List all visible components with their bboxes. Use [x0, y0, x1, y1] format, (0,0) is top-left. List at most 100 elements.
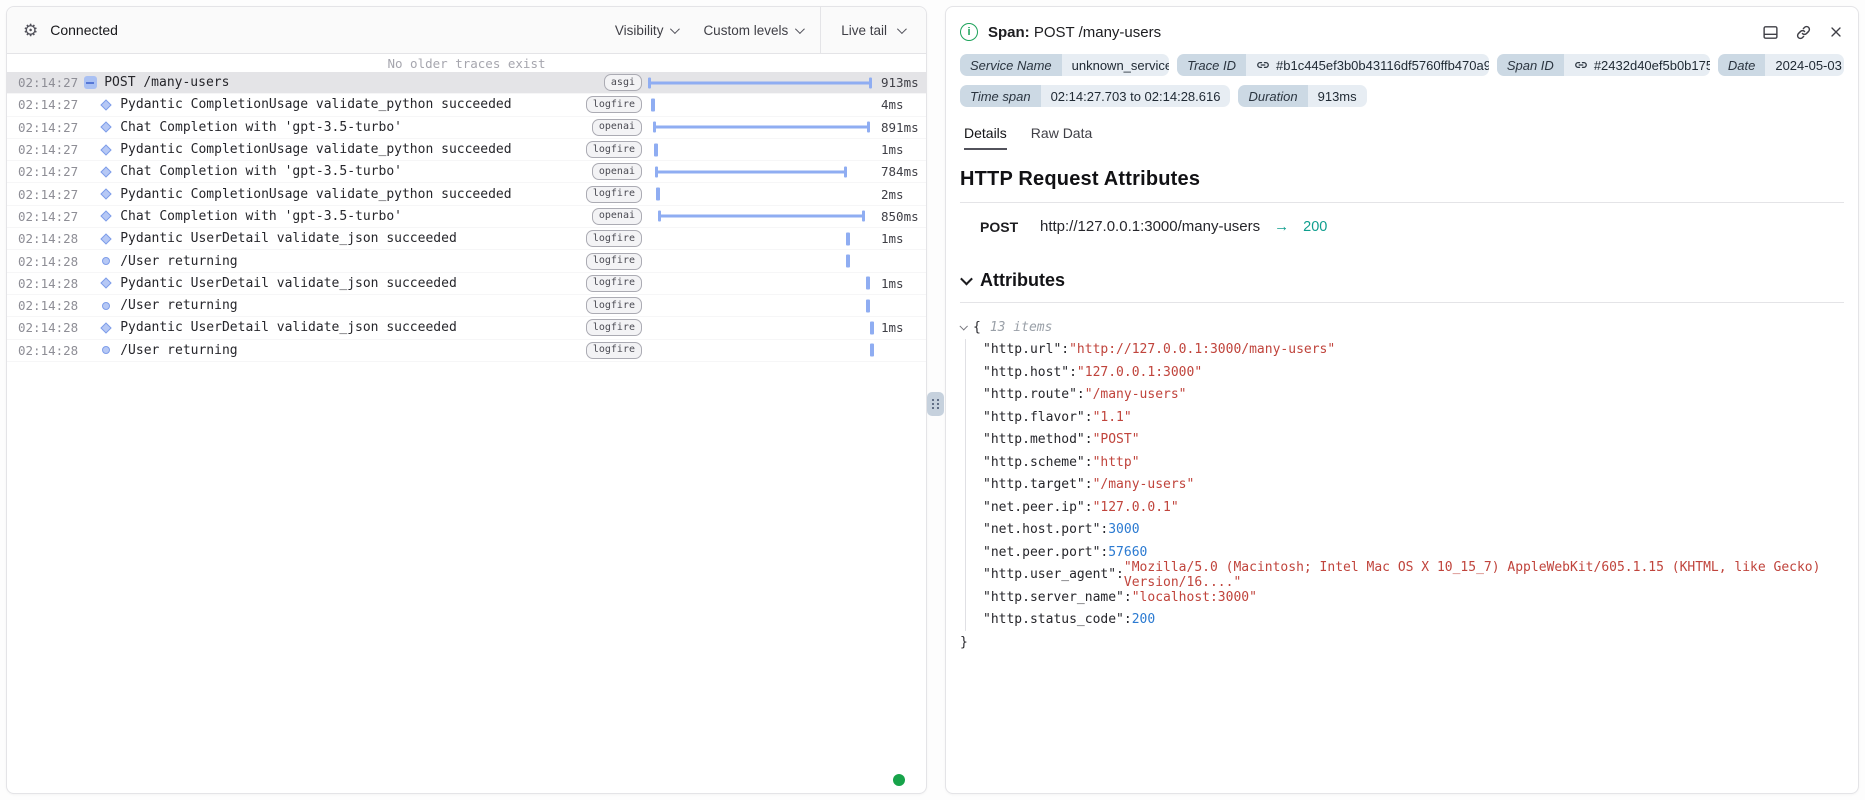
trace-timeline — [648, 273, 872, 294]
trace-duration-label: 2ms — [872, 187, 926, 202]
json-value: "127.0.0.1:3000" — [1077, 365, 1202, 380]
trace-timeline — [648, 94, 872, 115]
json-attribute-line: "http.scheme": "http" — [983, 451, 1844, 474]
json-open-line: { 13 items — [960, 316, 1844, 339]
link-icon[interactable] — [1574, 58, 1588, 72]
json-value: "127.0.0.1" — [1093, 500, 1179, 515]
meta-badge-value: #2432d40ef5b0b175 — [1564, 54, 1710, 76]
meta-badge-value: unknown_service — [1062, 54, 1169, 76]
duration-bar-cap — [655, 166, 658, 177]
trace-row[interactable]: 02:14:28/User returninglogfire — [7, 340, 926, 362]
json-value: "localhost:3000" — [1132, 590, 1257, 605]
attributes-section-header[interactable]: Attributes — [960, 270, 1844, 303]
trace-tag-badge: logfire — [584, 96, 642, 113]
json-key: "http.user_agent": — [983, 567, 1124, 582]
json-value: "http" — [1093, 455, 1140, 470]
connection-status: Connected — [50, 22, 118, 38]
panel-resize-handle[interactable] — [927, 392, 944, 416]
json-value: 200 — [1132, 612, 1155, 627]
meta-badge-label: Date — [1718, 54, 1765, 76]
trace-timeline — [648, 139, 872, 160]
duration-bar-cap — [844, 166, 847, 177]
json-attribute-line: "http.target": "/many-users" — [983, 474, 1844, 497]
visibility-dropdown[interactable]: Visibility — [615, 23, 678, 38]
json-key: "http.flavor": — [983, 410, 1093, 425]
trace-row[interactable]: 02:14:27Chat Completion with 'gpt-3.5-tu… — [7, 161, 926, 183]
span-diamond-icon — [94, 190, 118, 198]
duration-tick — [846, 255, 850, 268]
trace-row[interactable]: 02:14:28 Pydantic UserDetail validate_jso… — [7, 273, 926, 295]
trace-row[interactable]: 02:14:27Chat Completion with 'gpt-3.5-tu… — [7, 206, 926, 228]
span-diamond-icon — [94, 168, 118, 176]
trace-row[interactable]: 02:14:28/User returninglogfire — [7, 295, 926, 317]
trace-tag-badge: openai — [584, 163, 642, 180]
log-circle-icon — [94, 346, 118, 354]
trace-tag-badge: openai — [584, 119, 642, 136]
meta-badge-label: Span ID — [1497, 54, 1564, 76]
trace-row[interactable]: 02:14:28Pydantic UserDetail validate_jso… — [7, 317, 926, 339]
duration-bar — [648, 81, 872, 84]
json-attribute-line: "http.status_code": 200 — [983, 609, 1844, 632]
duration-tick — [866, 277, 870, 290]
dock-panel-bottom-icon[interactable] — [1762, 24, 1779, 41]
trace-timeline — [648, 340, 872, 361]
collapse-toggle-icon[interactable] — [959, 322, 967, 330]
tab-raw-data[interactable]: Raw Data — [1031, 125, 1092, 150]
trace-row[interactable]: 02:14:27Pydantic CompletionUsage validat… — [7, 183, 926, 205]
trace-row[interactable]: 02:14:28Pydantic UserDetail validate_jso… — [7, 228, 926, 250]
live-tail-dropdown[interactable]: Live tail — [820, 7, 926, 53]
json-key: "http.scheme": — [983, 455, 1093, 470]
http-request-summary: POST http://127.0.0.1:3000/many-users → … — [960, 203, 1844, 250]
meta-badge-label: Time span — [960, 85, 1041, 107]
duration-bar-cap — [862, 211, 865, 222]
meta-badge: Date2024-05-03 — [1718, 54, 1844, 76]
trace-timestamp: 02:14:28 — [7, 298, 78, 313]
trace-timestamp: 02:14:28 — [7, 254, 78, 269]
close-icon[interactable] — [1828, 24, 1844, 40]
trace-row[interactable]: 02:14:27Pydantic CompletionUsage validat… — [7, 94, 926, 116]
trace-span-name: Pydantic CompletionUsage validate_python… — [118, 187, 584, 202]
duration-tick — [866, 299, 870, 312]
trace-row[interactable]: 02:14:27Chat Completion with 'gpt-3.5-tu… — [7, 117, 926, 139]
tab-details[interactable]: Details — [964, 125, 1007, 150]
custom-levels-dropdown[interactable]: Custom levels — [703, 23, 802, 38]
trace-tag-badge: logfire — [584, 253, 642, 270]
json-attribute-line: "http.method": "POST" — [983, 429, 1844, 452]
trace-timeline — [648, 161, 872, 182]
settings-gear-icon[interactable]: ⚙ — [23, 22, 38, 39]
meta-badge: Span ID#2432d40ef5b0b175 — [1497, 54, 1710, 76]
json-value: "http://127.0.0.1:3000/many-users" — [1069, 342, 1335, 357]
duration-bar — [658, 215, 865, 218]
json-item-count: 13 items — [990, 320, 1053, 335]
trace-timeline — [648, 228, 872, 249]
info-icon: i — [960, 23, 978, 41]
trace-timeline — [648, 117, 872, 138]
json-key: "net.peer.port": — [983, 545, 1108, 560]
trace-row[interactable]: 02:14:27Pydantic CompletionUsage validat… — [7, 139, 926, 161]
trace-row[interactable]: 02:14:27POST /many-usersasgi913ms — [7, 72, 926, 94]
json-value: "Mozilla/5.0 (Macintosh; Intel Mac OS X … — [1124, 560, 1844, 590]
trace-duration-label: 1ms — [872, 320, 926, 335]
trace-timestamp: 02:14:28 — [7, 276, 78, 291]
trace-duration-label: 1ms — [872, 231, 926, 246]
copy-link-icon[interactable] — [1795, 24, 1812, 41]
trace-tag-badge: logfire — [584, 342, 642, 359]
http-status-code: 200 — [1303, 219, 1327, 235]
trace-span-name: Pydantic UserDetail validate_json succee… — [118, 276, 584, 291]
trace-duration-label: 4ms — [872, 97, 926, 112]
attributes-title: Attributes — [980, 270, 1065, 291]
chevron-down-icon — [960, 273, 973, 286]
trace-span-name: /User returning — [118, 343, 584, 358]
trace-tag-badge: logfire — [584, 297, 642, 314]
trace-row[interactable]: 02:14:28/User returninglogfire — [7, 250, 926, 272]
meta-badge-label: Service Name — [960, 54, 1062, 76]
collapse-span-icon[interactable] — [78, 76, 102, 89]
trace-span-name: Pydantic CompletionUsage validate_python… — [118, 142, 584, 157]
link-icon[interactable] — [1256, 58, 1270, 72]
span-diamond-icon — [94, 324, 118, 332]
json-attribute-line: "http.host": "127.0.0.1:3000" — [983, 361, 1844, 384]
trace-timestamp: 02:14:27 — [7, 97, 78, 112]
trace-timestamp: 02:14:28 — [7, 231, 78, 246]
trace-tag-badge: logfire — [584, 186, 642, 203]
json-key: "http.host": — [983, 365, 1077, 380]
